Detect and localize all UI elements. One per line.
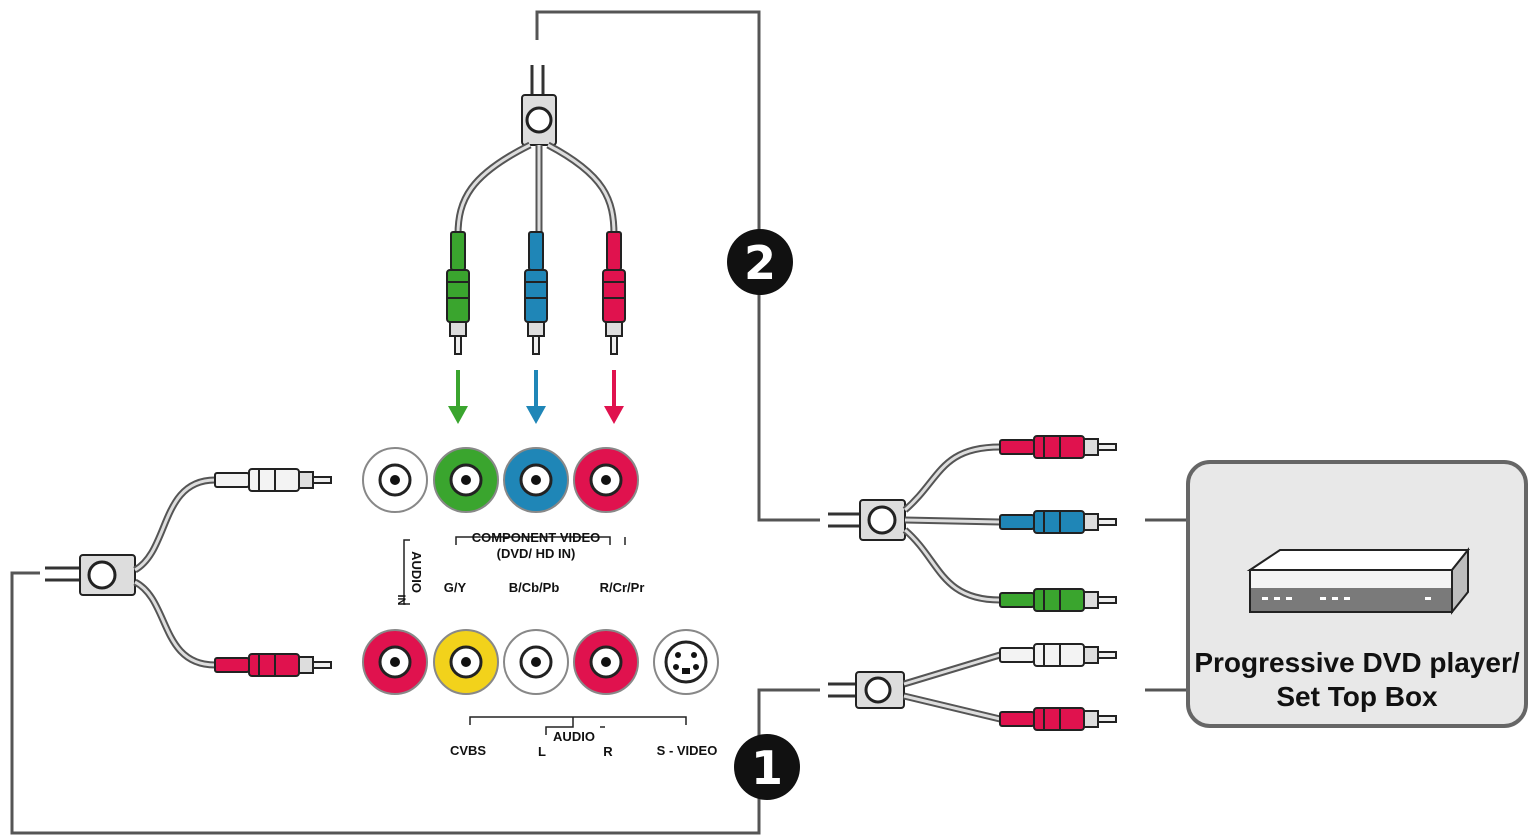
component-cable-top	[446, 65, 626, 355]
jack-component-bcbpb	[503, 447, 569, 513]
device-label-line2: Set Top Box	[1276, 681, 1438, 712]
label-audio-in-sub: IN	[395, 595, 407, 606]
route-line-1	[10, 571, 820, 835]
device-box: Progressive DVD player/ Set Top Box	[1186, 460, 1528, 728]
label-audio-r: R	[603, 744, 613, 759]
jack-audio-in-red	[362, 629, 428, 695]
jack-panel	[362, 447, 719, 735]
step-badge-2: 2	[727, 229, 793, 295]
label-cvbs: CVBS	[450, 743, 486, 758]
jack-component-gy	[433, 447, 499, 513]
jack-audio-l	[503, 629, 569, 695]
step-badge-2-number: 2	[744, 236, 776, 290]
label-gy: G/Y	[444, 580, 467, 595]
label-bcbpb: B/Cb/Pb	[509, 580, 560, 595]
dvd-player-icon	[1246, 547, 1471, 615]
label-audio: AUDIO	[553, 729, 595, 744]
label-audio-in-vertical: AUDIO	[409, 551, 424, 593]
label-audio-l: L	[538, 744, 546, 759]
route-line-2	[535, 10, 820, 522]
step-badge-1: 1	[734, 734, 800, 800]
audio-cable-left	[45, 468, 332, 677]
jack-audio-r	[573, 629, 639, 695]
jack-component-rcrpr	[573, 447, 639, 513]
jack-cvbs	[433, 629, 499, 695]
component-video-title: COMPONENT VIDEO	[472, 530, 601, 545]
insert-arrows	[448, 370, 624, 424]
route-lines	[10, 10, 1188, 835]
jack-svideo	[653, 629, 719, 695]
device-label-line1: Progressive DVD player/	[1194, 647, 1519, 678]
jack-audio-in-white	[362, 447, 428, 513]
label-svideo: S - VIDEO	[657, 743, 718, 758]
audio-cable-right	[828, 643, 1117, 731]
step-badge-1-number: 1	[751, 741, 783, 795]
component-cable-right	[828, 435, 1117, 612]
component-video-subtitle: (DVD/ HD IN)	[497, 546, 576, 561]
label-rcrpr: R/Cr/Pr	[600, 580, 645, 595]
